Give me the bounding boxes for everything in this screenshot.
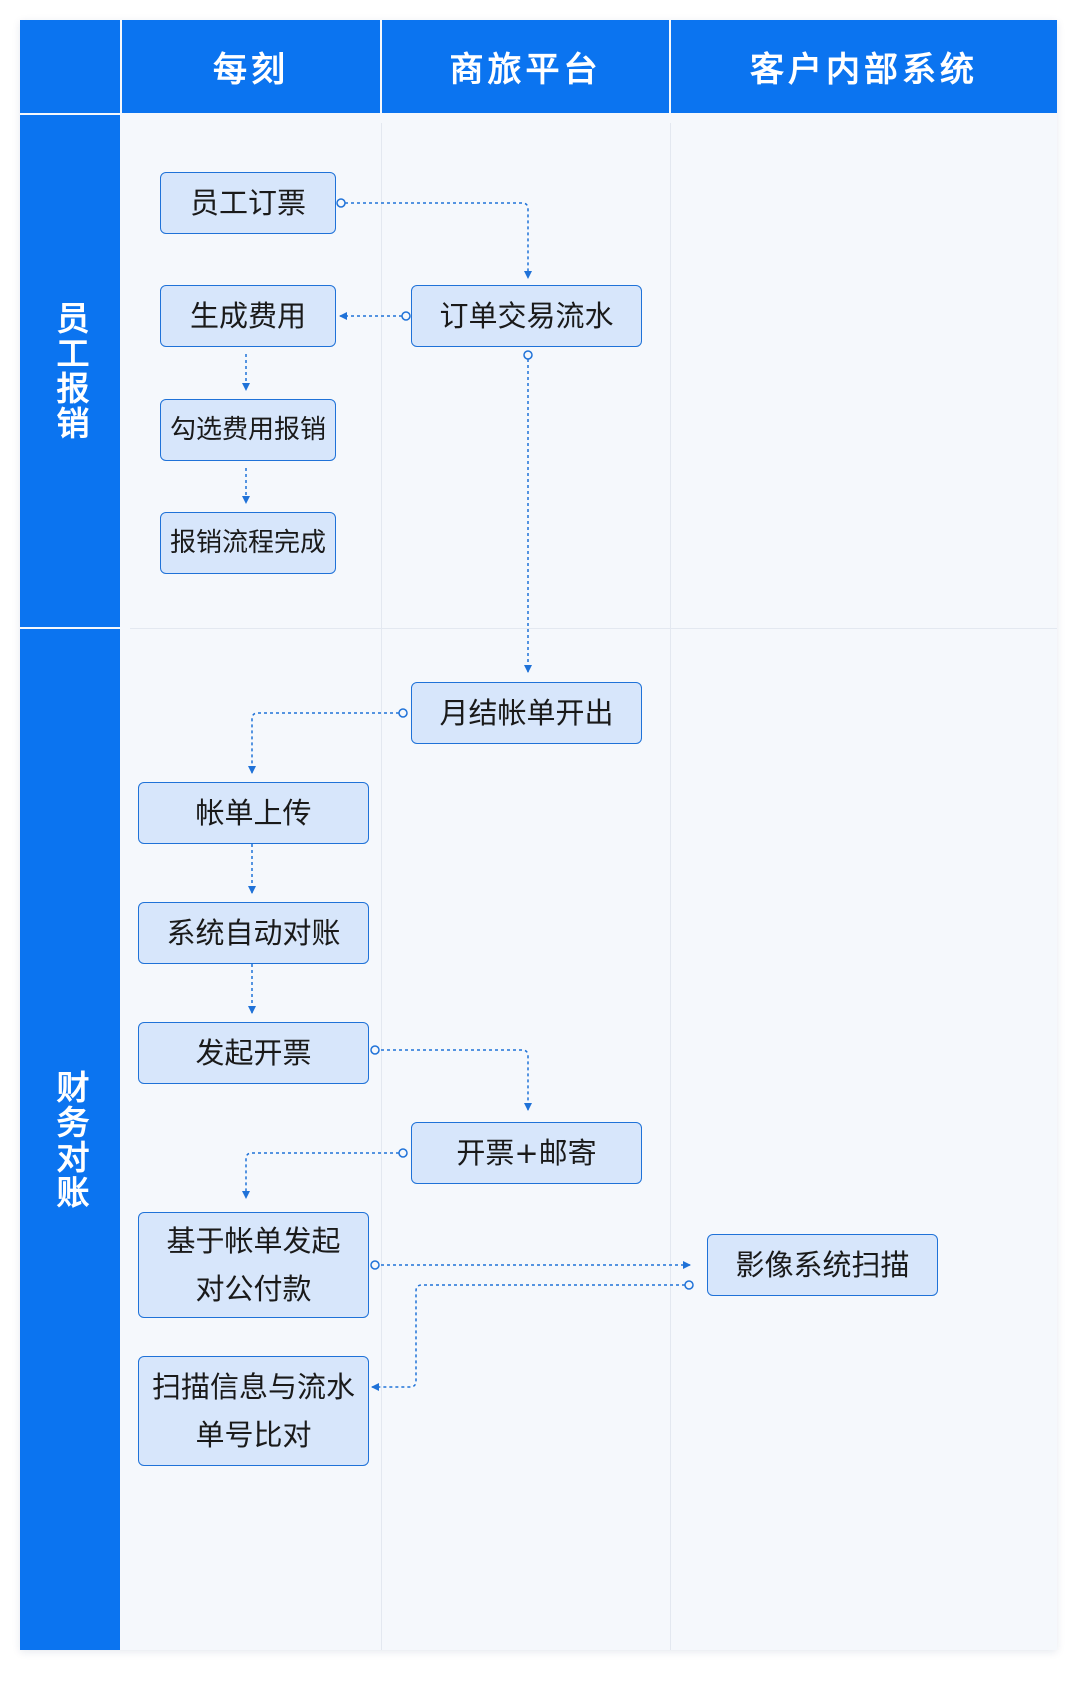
node-compare-serial-line1: 扫描信息与流水 xyxy=(151,1370,355,1404)
node-compare-serial-line2: 单号比对 xyxy=(195,1418,312,1452)
node-order-flow: 订单交易流水 xyxy=(411,285,642,347)
arrow-booking-to-order-flow xyxy=(345,202,532,279)
connector-dot xyxy=(684,1280,694,1290)
node-employee-booking: 员工订票 xyxy=(160,172,336,234)
node-reimburse-complete: 报销流程完成 xyxy=(160,512,336,574)
connector-dot xyxy=(370,1260,380,1270)
connector-dot xyxy=(370,1045,380,1055)
swimlane-diagram: 每刻 商旅平台 客户内部系统 员工报销 财务对账 xyxy=(20,20,1057,1650)
node-auto-reconcile: 系统自动对账 xyxy=(138,902,369,964)
node-bill-upload: 帐单上传 xyxy=(138,782,369,844)
node-corporate-payment: 基于帐单发起 对公付款 xyxy=(138,1212,369,1318)
row-label-employee-reimbursement: 员工报销 xyxy=(20,115,120,627)
node-corporate-payment-line1: 基于帐单发起 xyxy=(166,1224,341,1258)
node-initiate-invoice: 发起开票 xyxy=(138,1022,369,1084)
arrow-image-scan-to-compare xyxy=(371,1284,685,1391)
flow-arrows xyxy=(242,198,694,1391)
column-header-client-system: 客户内部系统 xyxy=(671,20,1057,113)
node-select-expense: 勾选费用报销 xyxy=(160,399,336,461)
connector-dot xyxy=(398,1148,408,1158)
node-image-scan: 影像系统扫描 xyxy=(707,1234,938,1296)
row-divider xyxy=(130,628,1057,629)
arrow-monthly-bill-to-upload xyxy=(248,712,399,774)
node-compare-serial: 扫描信息与流水 单号比对 xyxy=(138,1356,369,1466)
node-corporate-payment-line2: 对公付款 xyxy=(195,1272,312,1306)
header-corner xyxy=(20,20,120,113)
node-invoice-mail: 开票+邮寄 xyxy=(411,1122,642,1184)
connector-dot xyxy=(523,350,533,360)
arrow-invoice-to-mail xyxy=(375,1049,532,1111)
connector-dot xyxy=(336,198,346,208)
lane-divider-2 xyxy=(670,123,671,1650)
node-monthly-bill: 月结帐单开出 xyxy=(411,682,642,744)
lane-divider-1 xyxy=(381,123,382,1650)
row-label-finance-reconciliation: 财务对账 xyxy=(20,629,120,1650)
column-header-meike: 每刻 xyxy=(122,20,380,113)
connector-dot xyxy=(398,708,408,718)
arrow-mail-to-payment xyxy=(242,1152,399,1199)
node-generate-expense: 生成费用 xyxy=(160,285,336,347)
connector-dot xyxy=(401,311,411,321)
column-header-travel-platform: 商旅平台 xyxy=(382,20,669,113)
